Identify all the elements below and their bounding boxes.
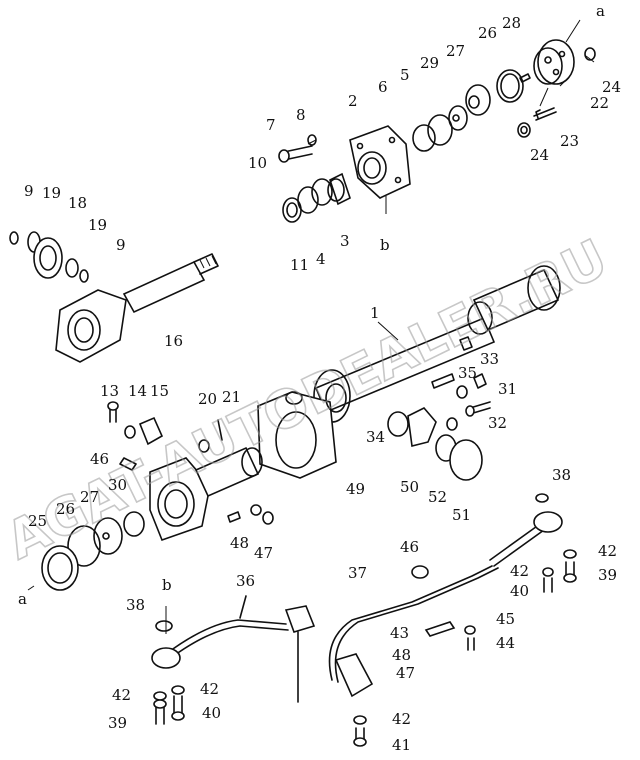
callout-c21: 21	[222, 388, 241, 406]
callout-c25: 25	[28, 512, 47, 530]
callout-c7: 7	[266, 116, 276, 134]
callout-c23: 23	[560, 132, 579, 150]
small-parts-right	[387, 373, 491, 481]
callout-c35: 35	[458, 364, 477, 382]
callout-c16: 16	[164, 332, 183, 350]
callout-c33: 33	[480, 350, 499, 368]
bottom-fasteners	[153, 493, 577, 747]
callout-c42b: 42	[200, 680, 219, 698]
knuckle-end	[9, 231, 219, 363]
callout-c28: 28	[502, 14, 521, 32]
lower-left-cylinder	[41, 401, 274, 591]
leader-lines	[27, 19, 595, 634]
callout-c48b: 48	[392, 646, 411, 664]
callout-c3: 3	[340, 232, 350, 250]
callout-c26b: 26	[56, 500, 75, 518]
callout-c22: 22	[590, 94, 609, 112]
callout-c46b: 46	[400, 538, 419, 556]
callout-c45: 45	[496, 610, 515, 628]
callout-c51: 51	[452, 506, 471, 524]
watermark: AGAT-AUTODEALER.RU	[0, 229, 617, 572]
callout-c30: 30	[108, 476, 127, 494]
callout-c42e: 42	[392, 710, 411, 728]
callout-c34: 34	[366, 428, 385, 446]
callout-c39b: 39	[598, 566, 617, 584]
callout-c39a: 39	[108, 714, 127, 732]
bolt-7	[278, 134, 317, 163]
callout-c4: 4	[316, 250, 326, 268]
callout-c49: 49	[346, 480, 365, 498]
main-cylinder-1	[313, 265, 561, 423]
callout-c37: 37	[348, 564, 367, 582]
callout-c42d: 42	[510, 562, 529, 580]
callout-c5: 5	[400, 66, 410, 84]
callout-c50: 50	[400, 478, 419, 496]
callout-c42a: 42	[112, 686, 131, 704]
housing-part-2	[349, 125, 411, 199]
callout-c38b: 38	[552, 466, 571, 484]
callout-c41: 41	[392, 736, 411, 754]
callout-c9a: 9	[24, 182, 34, 200]
callout-c19b: 19	[88, 216, 107, 234]
callout-a_top: a	[596, 2, 605, 20]
callout-c29: 29	[420, 54, 439, 72]
callout-c40a: 40	[202, 704, 221, 722]
callout-c24a: 24	[602, 78, 621, 96]
callout-c6: 6	[378, 78, 388, 96]
seal-stack	[282, 172, 351, 223]
callout-c10: 10	[248, 154, 267, 172]
housing-49	[257, 383, 347, 479]
callout-c1: 1	[370, 304, 380, 322]
callout-c11: 11	[290, 256, 309, 274]
callout-c8: 8	[296, 106, 306, 124]
callout-c19a: 19	[42, 184, 61, 202]
callout-c47b: 47	[396, 664, 415, 682]
callout-c27t: 27	[446, 42, 465, 60]
callout-c52: 52	[428, 488, 447, 506]
callout-c15: 15	[150, 382, 169, 400]
callout-c32: 32	[488, 414, 507, 432]
callout-c24b: 24	[530, 146, 549, 164]
pipe-36	[151, 595, 316, 703]
callout-a_bot: a	[18, 590, 27, 608]
callout-c26t: 26	[478, 24, 497, 42]
callout-c43: 43	[390, 624, 409, 642]
end-cover-assembly	[412, 39, 596, 152]
callout-c20: 20	[198, 390, 217, 408]
callout-c48a: 48	[230, 534, 249, 552]
callout-c36: 36	[236, 572, 255, 590]
callout-c44: 44	[496, 634, 515, 652]
pipe-37	[328, 511, 563, 698]
callout-c13: 13	[100, 382, 119, 400]
callout-c27b: 27	[80, 488, 99, 506]
callout-c31: 31	[498, 380, 517, 398]
callout-b_bot: b	[162, 576, 172, 594]
callout-c42c: 42	[598, 542, 617, 560]
callout-c47a: 47	[254, 544, 273, 562]
callout-c46a: 46	[90, 450, 109, 468]
callout-c14: 14	[128, 382, 147, 400]
callout-c9b: 9	[116, 236, 126, 254]
callout-c2: 2	[348, 92, 358, 110]
callout-c18: 18	[68, 194, 87, 212]
callout-b_top: b	[380, 236, 390, 254]
callout-c38a: 38	[126, 596, 145, 614]
callout-c40b: 40	[510, 582, 529, 600]
